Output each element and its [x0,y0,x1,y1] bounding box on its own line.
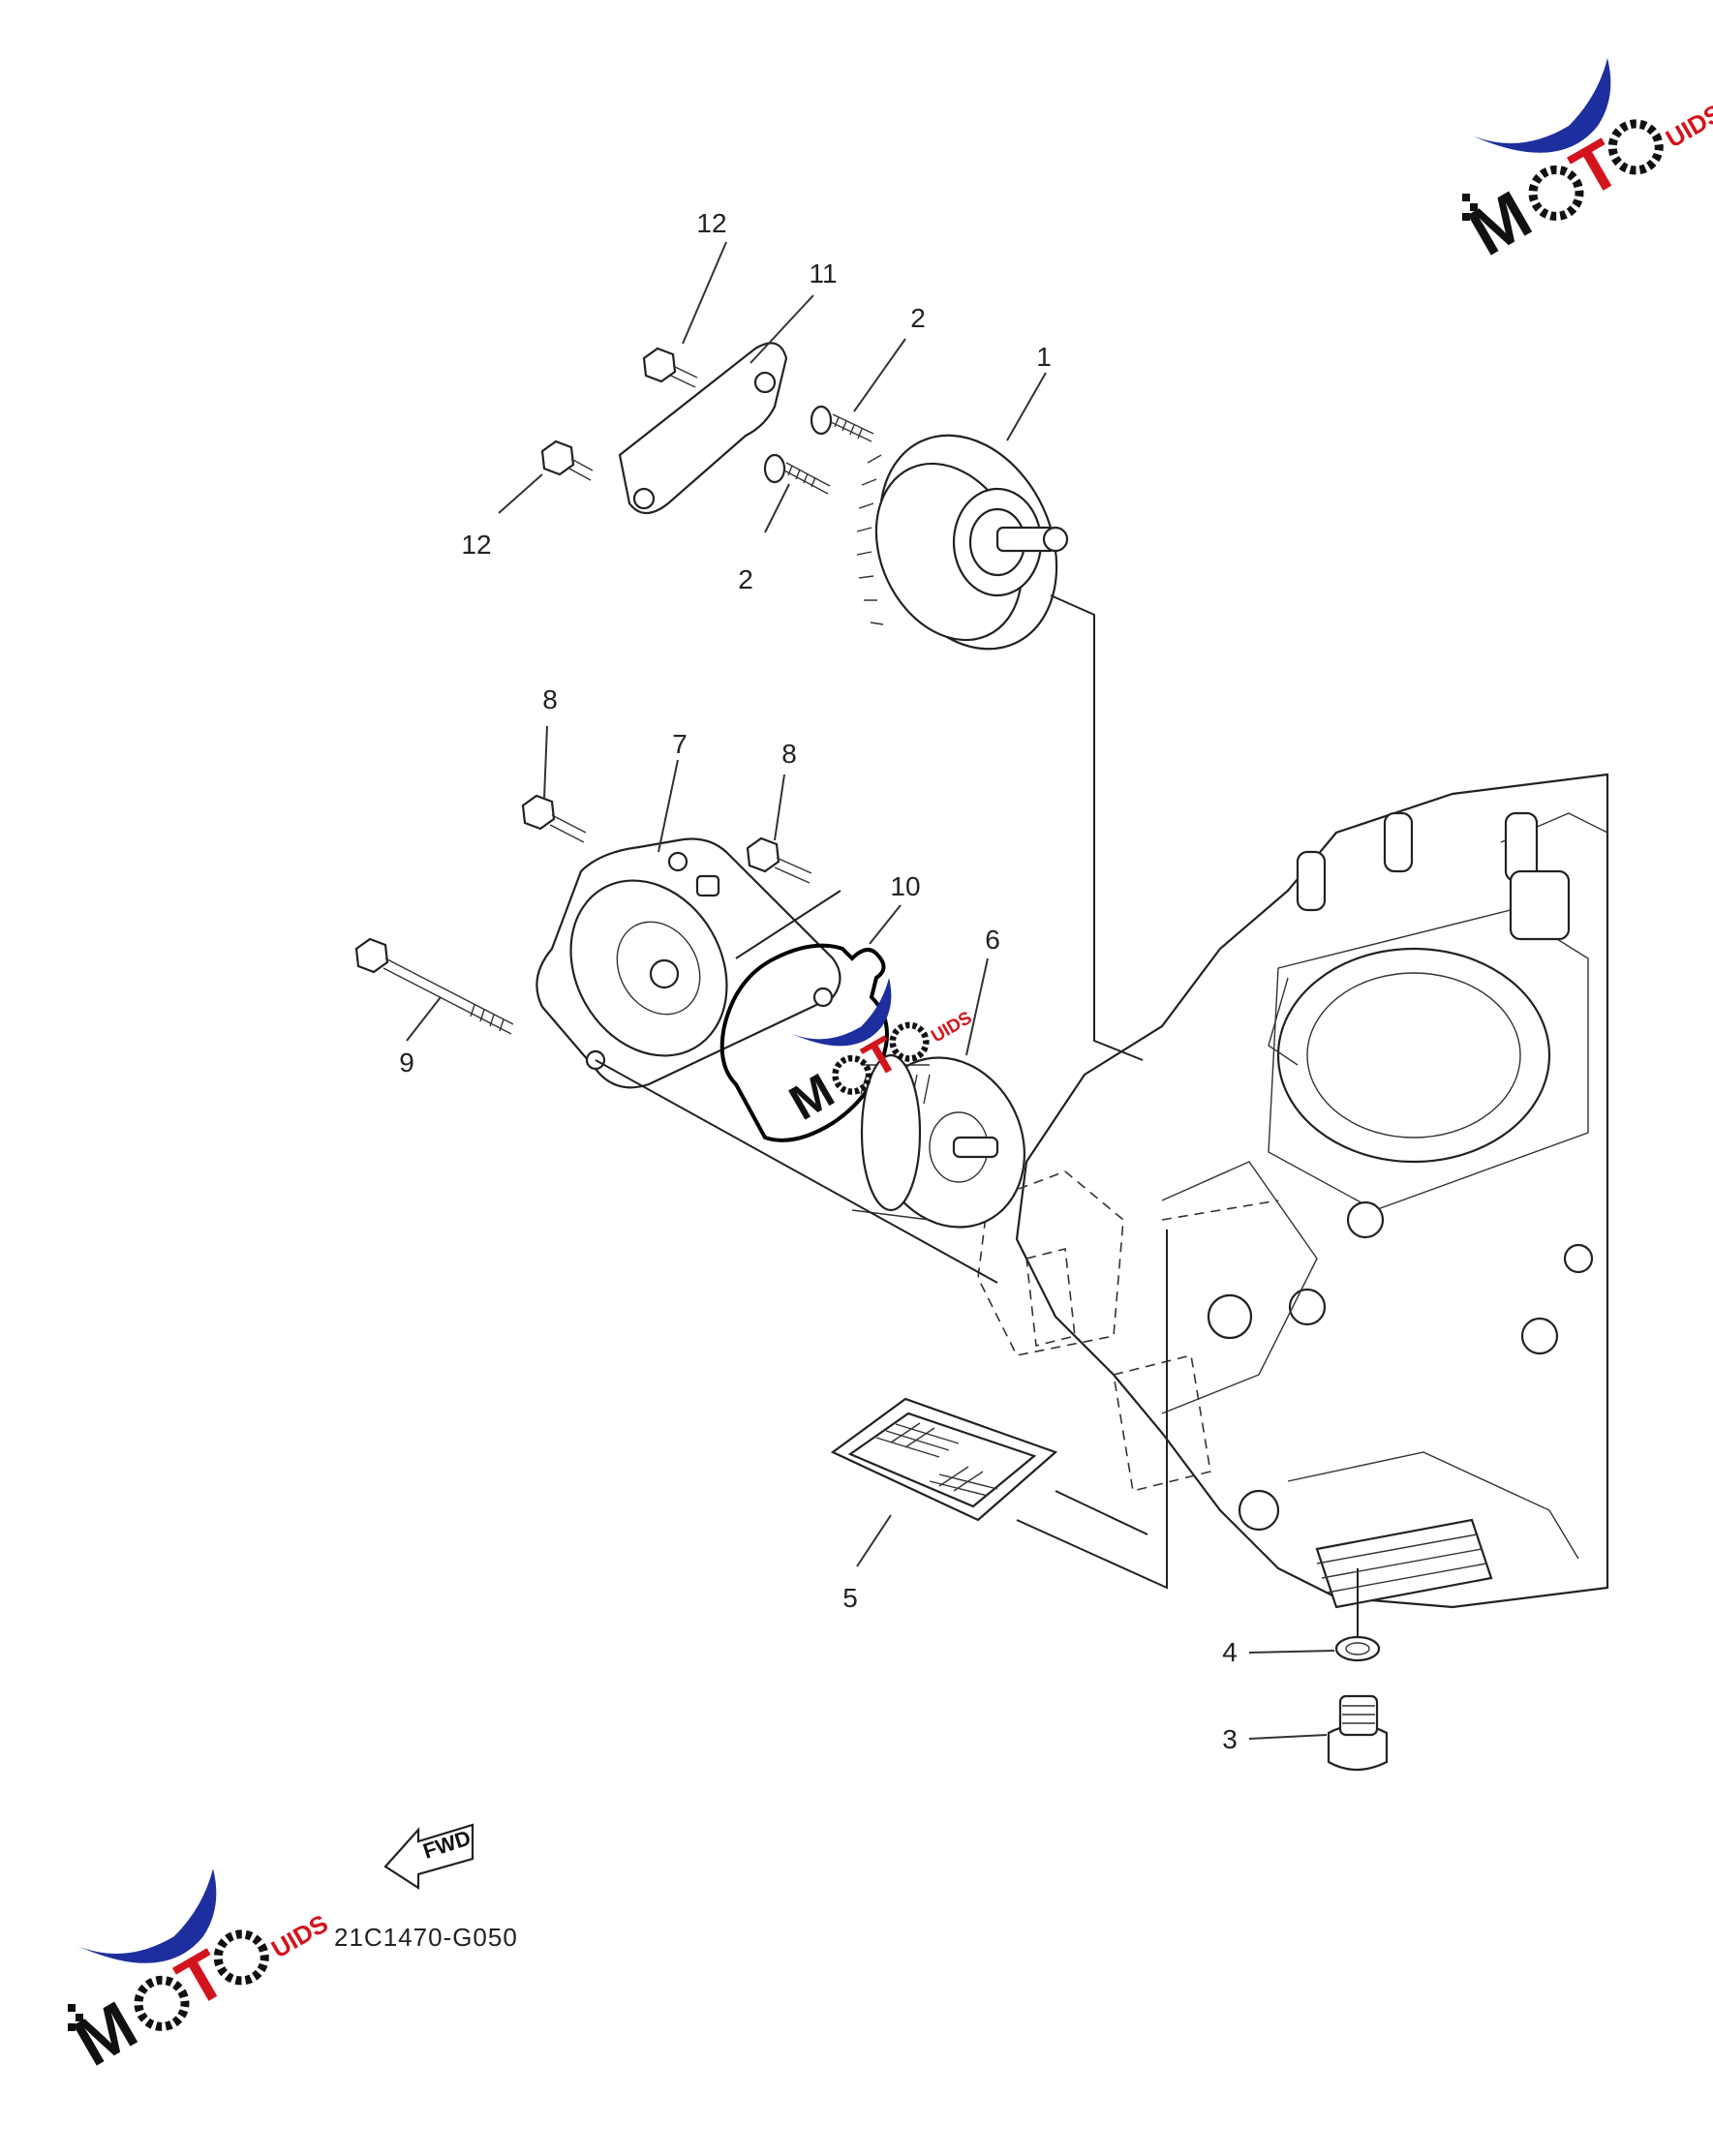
callout-12-bottom: 12 [461,530,491,560]
pump-screws [763,405,874,495]
callout-7: 7 [672,729,688,759]
screw-lower [763,453,831,495]
cover-bolts [521,794,812,884]
watermark-logo-bottom: M T UIDS [62,1868,333,2080]
drain-washer [1334,1635,1381,1662]
drain-plug [1327,1694,1389,1772]
callout-6: 6 [985,925,1000,955]
bolt-8-right [746,836,812,884]
oil-pump-assembly [856,434,1069,651]
svg-text:UIDS: UIDS [928,1007,975,1047]
oil-strainer [830,1397,1058,1522]
svg-text:UIDS: UIDS [266,1908,333,1963]
bracket-bolts [540,347,698,481]
svg-text:M: M [62,1987,149,2080]
callout-3: 3 [1222,1724,1238,1754]
bolt-12-lower [540,440,594,481]
callout-numbers: 12 11 2 1 12 2 8 7 8 10 6 9 5 4 3 [399,208,1238,1754]
callout-2-top: 2 [910,303,926,333]
callout-8-left: 8 [542,684,558,714]
o-ring [719,943,889,1142]
callout-12-top: 12 [696,208,726,238]
callout-2-bottom: 2 [738,564,753,594]
svg-text:UIDS: UIDS [1661,98,1713,153]
svg-text:M: M [1456,176,1544,270]
watermark-logo-top: M T UIDS [1456,58,1713,270]
bolt-12-upper [642,347,698,388]
crankcase [977,773,1609,1609]
callout-5: 5 [842,1583,858,1613]
callout-9: 9 [399,1048,414,1078]
filter-cover [535,837,841,1089]
reference-code: 21C1470-G050 [334,1923,518,1952]
callout-leaders [406,241,1335,1740]
alignment-lines [595,594,1359,1636]
callout-1: 1 [1036,342,1052,372]
callout-4: 4 [1222,1637,1238,1667]
callout-11: 11 [809,258,837,288]
oil-filter [851,1053,1025,1229]
fwd-arrow: FWD [383,1823,474,1891]
long-bolt [354,937,514,1035]
bolt-8-left [521,794,587,843]
screw-upper [810,405,874,442]
bracket-plate [618,342,788,515]
callout-8-right: 8 [781,739,797,769]
callout-10: 10 [890,871,920,901]
